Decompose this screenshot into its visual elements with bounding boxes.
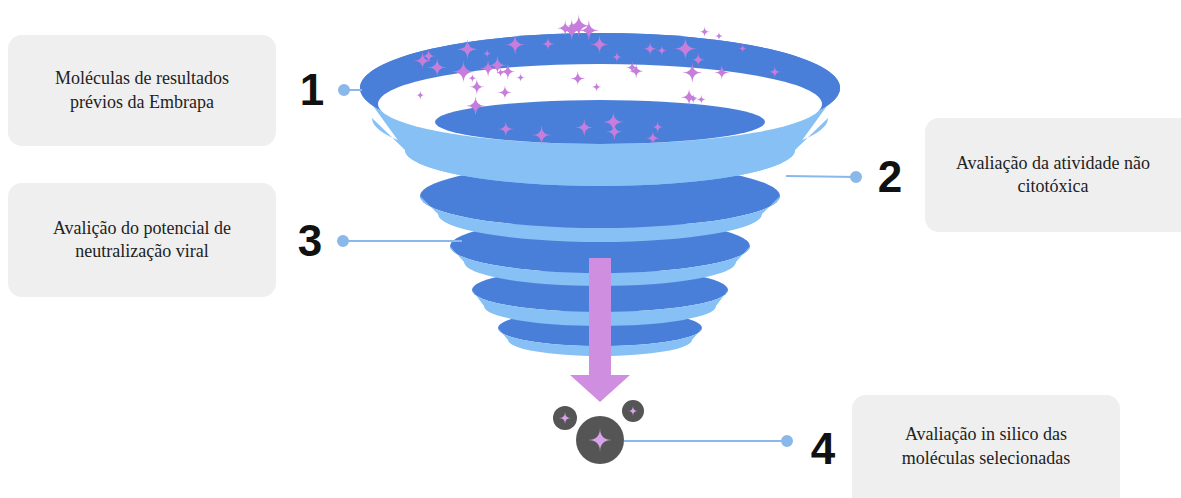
- molecule-star: [561, 18, 583, 40]
- molecule-star: [452, 60, 475, 83]
- step-box: Avalição do potencial de neutralização v…: [8, 183, 276, 297]
- molecule-star: [466, 96, 485, 115]
- molecule-star: [674, 37, 697, 60]
- molecule-star: [715, 32, 724, 41]
- molecule-star: [643, 42, 657, 56]
- molecule-star: [505, 35, 525, 55]
- leader-line: [343, 240, 462, 242]
- molecule-star: [416, 90, 425, 99]
- molecule-star: [681, 89, 698, 106]
- step-box: Avaliação da atividade não citotóxica: [925, 118, 1181, 232]
- funnel-inside: [378, 64, 822, 144]
- callout-number: 3: [298, 219, 322, 263]
- arrow-shaft: [589, 258, 611, 376]
- leader-line: [624, 440, 787, 442]
- step-text: Moléculas de resultados prévios da Embra…: [42, 67, 242, 114]
- molecule-star: [428, 58, 447, 77]
- leader-dot: [851, 172, 861, 182]
- molecule-star: [592, 82, 602, 92]
- molecule-star: [498, 121, 514, 137]
- molecule-star: [628, 406, 638, 416]
- molecule-star: [516, 73, 525, 82]
- molecule-star: [570, 71, 585, 86]
- molecule-star: [714, 65, 729, 80]
- molecule-star: [468, 74, 477, 83]
- molecule-star: [500, 64, 516, 80]
- funnel-depth: [435, 100, 765, 144]
- molecule-star: [697, 95, 706, 104]
- molecule-star: [699, 26, 710, 37]
- molecule-star: [738, 44, 746, 52]
- leader-dot: [338, 236, 348, 246]
- arrow-head: [570, 375, 630, 402]
- funnel: [360, 14, 840, 464]
- step-text: Avalição do potencial de neutralização v…: [24, 217, 260, 264]
- molecule-star: [691, 53, 705, 67]
- callout-number: 4: [811, 427, 835, 471]
- molecule-star: [612, 52, 622, 62]
- molecule-star: [488, 56, 507, 75]
- step-text: Avaliação da atividade não citotóxica: [943, 152, 1163, 199]
- molecule-star: [579, 20, 600, 41]
- molecule-star: [480, 60, 497, 77]
- molecule-star: [646, 132, 659, 145]
- step-text: Avaliação in silico das moléculas seleci…: [886, 423, 1086, 470]
- step-box: Avaliação in silico das moléculas seleci…: [852, 395, 1120, 498]
- selected-molecule: [576, 416, 624, 464]
- molecule-star: [542, 38, 555, 51]
- leader-line: [786, 176, 856, 177]
- molecule-star: [469, 79, 485, 95]
- molecule-star: [498, 85, 512, 99]
- molecule-star: [769, 66, 781, 78]
- molecule-star: [606, 124, 622, 140]
- molecule-star: [629, 64, 643, 78]
- funnel-rim: [360, 33, 840, 143]
- callout-number: 2: [878, 155, 902, 199]
- molecule-star: [414, 52, 431, 69]
- molecule-star: [590, 35, 609, 54]
- molecule-star: [652, 121, 664, 133]
- callout-number: 1: [300, 68, 324, 112]
- selected-molecule: [622, 400, 644, 422]
- leader-dot: [782, 436, 792, 446]
- molecule-star: [532, 125, 551, 144]
- funnel-top: [360, 33, 840, 143]
- molecule-star: [588, 428, 612, 452]
- funnel-band: [372, 118, 828, 186]
- funnel-band: [420, 196, 780, 242]
- molecule-star: [657, 45, 668, 56]
- molecule-star: [559, 412, 571, 424]
- molecule-star: [483, 49, 491, 57]
- molecule-star: [682, 63, 702, 83]
- leader-dot: [339, 85, 349, 95]
- molecule-star: [457, 39, 477, 59]
- leader-lines: [338, 85, 861, 446]
- step-box: Moléculas de resultados prévios da Embra…: [8, 35, 276, 146]
- molecule-star: [576, 119, 593, 136]
- selected-molecule: [553, 406, 577, 430]
